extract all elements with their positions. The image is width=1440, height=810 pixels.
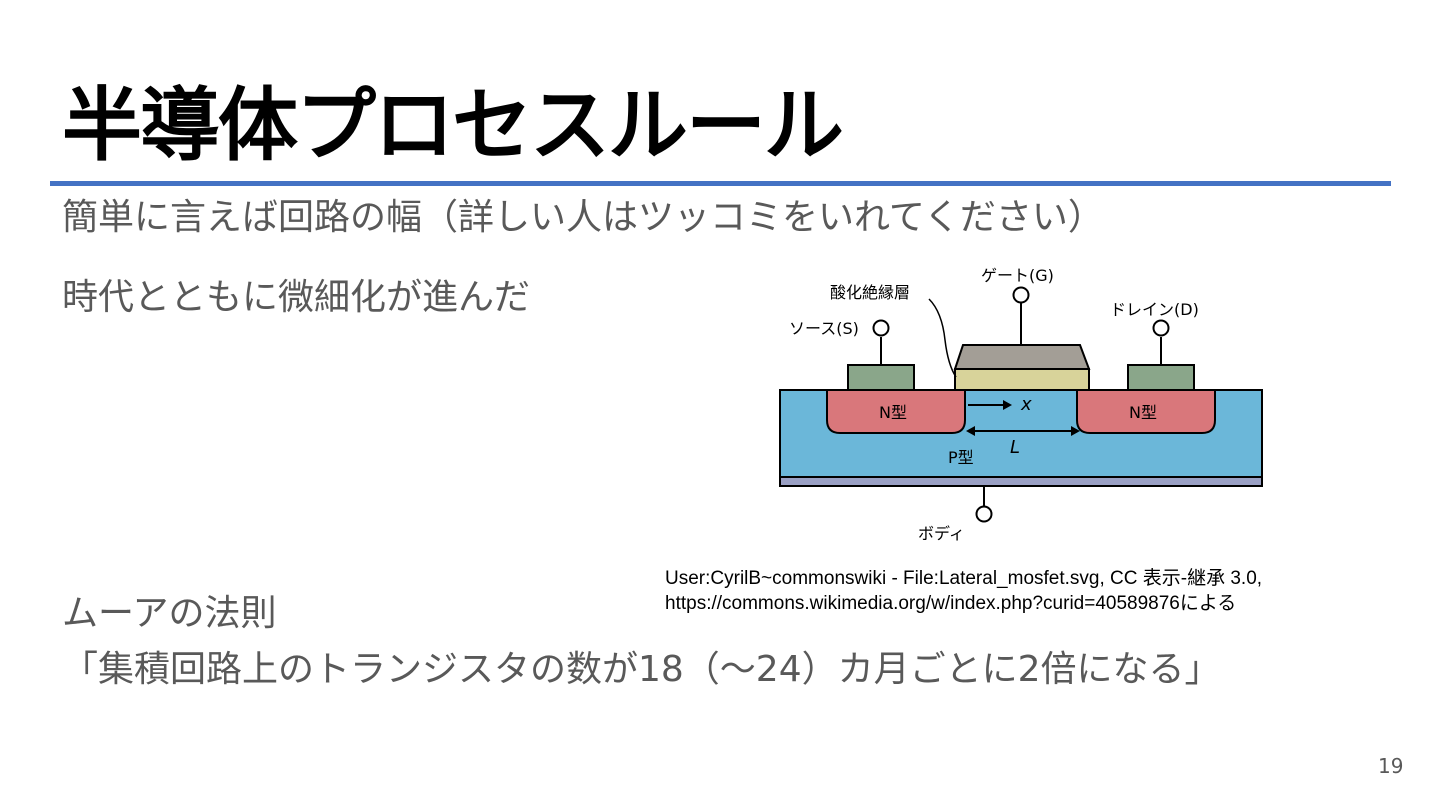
source-contact (847, 364, 915, 391)
gate-label: ゲート(G) (981, 266, 1054, 285)
oxide-leader (928, 298, 957, 378)
slide-title: 半導体プロセスルール (62, 79, 844, 172)
n-right-label: N型 (1129, 403, 1157, 422)
n-left-label: N型 (879, 403, 907, 422)
body-label: ボディ (918, 524, 965, 543)
credit-line-2: https://commons.wikimedia.org/w/index.ph… (665, 593, 1237, 614)
mosfet-diagram: ゲート(G) 酸化絶縁層 ソース(S) ドレイン(D) N型 N型 P型 x L… (779, 266, 1263, 543)
drain-terminal (1152, 319, 1170, 337)
moore-law-quote: 「集積回路上のトランジスタの数が18（～24）カ月ごとに2倍になる」 (62, 649, 1221, 690)
page-number: 19 (1378, 754, 1404, 778)
drain-label: ドレイン(D) (1110, 300, 1199, 319)
source-terminal (872, 319, 890, 337)
source-label: ソース(S) (789, 319, 859, 338)
title-underline (50, 181, 1391, 186)
gate-terminal (1012, 286, 1030, 304)
gate-electrode (953, 344, 1091, 370)
drain-contact (1127, 364, 1195, 391)
image-credit: User:CyrilB~commonswiki - File:Lateral_m… (665, 566, 1262, 616)
credit-line-1: User:CyrilB~commonswiki - File:Lateral_m… (665, 568, 1263, 589)
n-region-right (1076, 389, 1216, 434)
length-label: L (1010, 437, 1020, 458)
x-label: x (1020, 394, 1032, 415)
p-type-label: P型 (948, 448, 974, 467)
subtitle-text: 簡単に言えば回路の幅（詳しい人はツッコミをいれてください） (62, 197, 1104, 238)
miniaturization-text: 時代とともに微細化が進んだ (62, 277, 531, 318)
body-plate (779, 476, 1263, 487)
n-region-left (826, 389, 966, 434)
oxide-label: 酸化絶縁層 (830, 283, 910, 302)
oxide-layer (954, 368, 1090, 391)
moore-law-title: ムーアの法則 (62, 593, 277, 634)
body-terminal (975, 505, 993, 523)
